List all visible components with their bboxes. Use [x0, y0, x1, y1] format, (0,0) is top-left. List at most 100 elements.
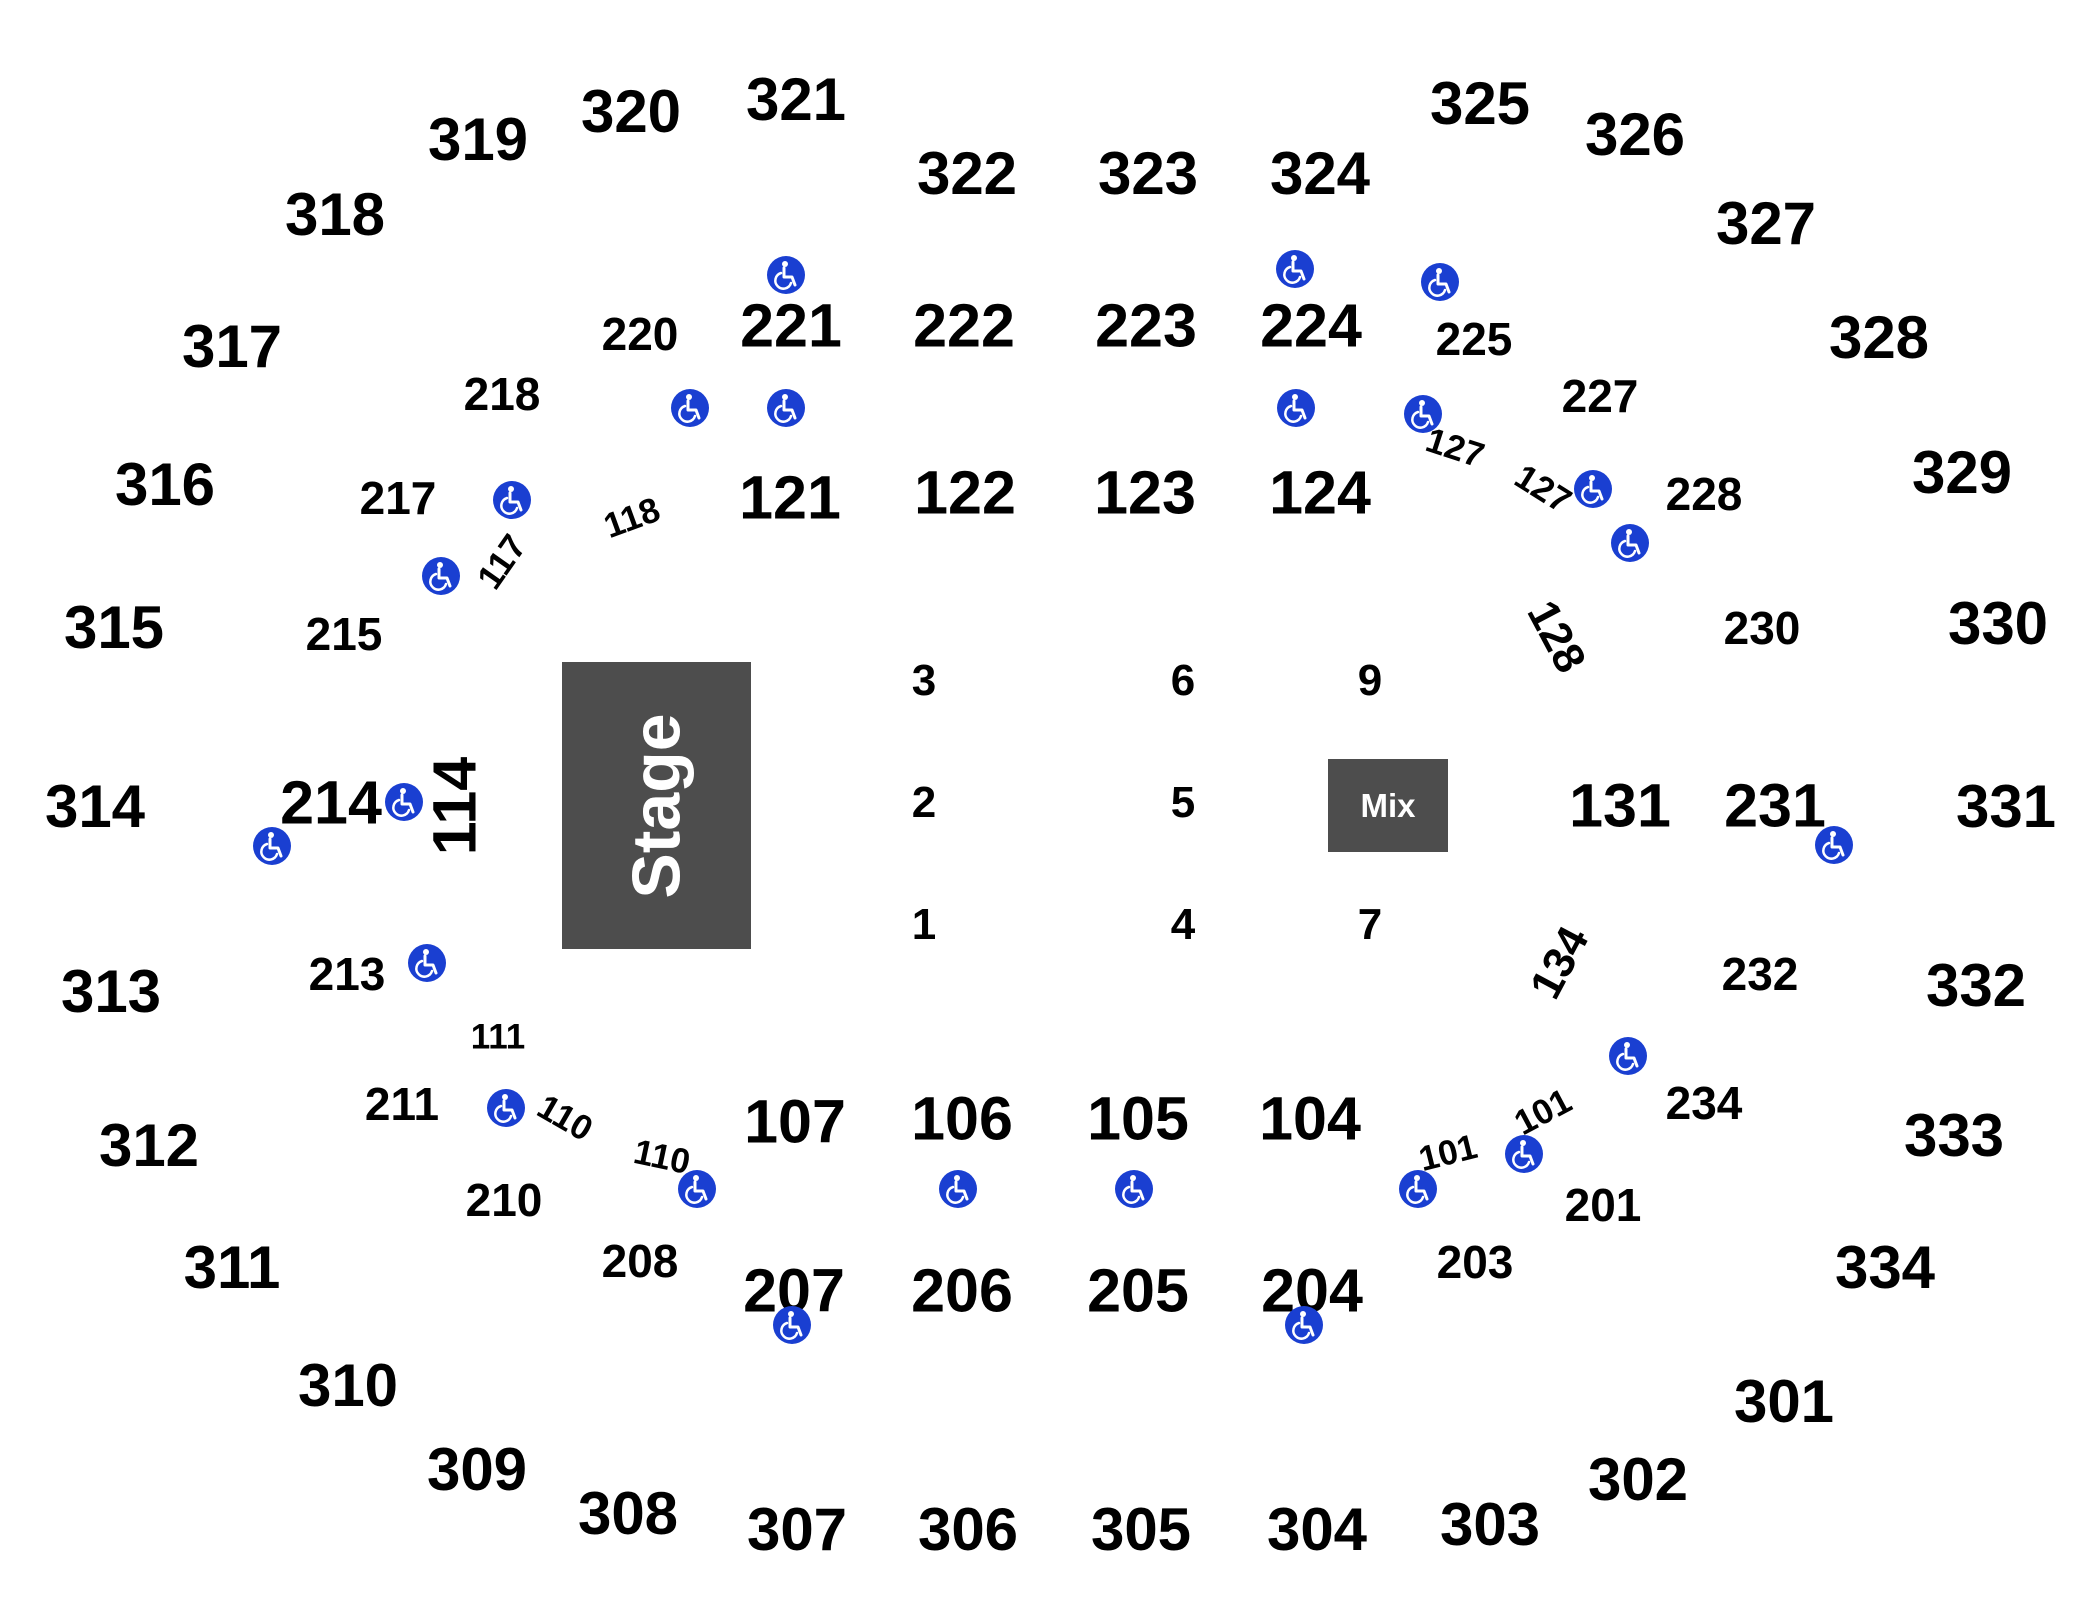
section-319[interactable]: 319 [427, 106, 529, 173]
floor-section-3[interactable]: 3 [911, 656, 937, 705]
section-333[interactable]: 333 [1903, 1102, 2005, 1169]
section-308[interactable]: 308 [577, 1480, 679, 1547]
floor-section-2[interactable]: 2 [911, 778, 937, 827]
section-218[interactable]: 218 [463, 368, 541, 420]
wheelchair-icon [1404, 395, 1442, 433]
section-232[interactable]: 232 [1721, 948, 1799, 1000]
floor-section-4[interactable]: 4 [1170, 900, 1196, 949]
section-122[interactable]: 122 [914, 458, 1016, 527]
section-325[interactable]: 325 [1429, 70, 1531, 137]
section-305[interactable]: 305 [1090, 1496, 1192, 1563]
floor-section-5[interactable]: 5 [1170, 778, 1196, 827]
section-221[interactable]: 221 [740, 291, 842, 360]
section-320[interactable]: 320 [580, 78, 682, 145]
wheelchair-icon [1277, 389, 1315, 427]
section-312[interactable]: 312 [98, 1112, 200, 1179]
section-222[interactable]: 222 [913, 291, 1015, 360]
section-234[interactable]: 234 [1665, 1077, 1743, 1129]
section-310[interactable]: 310 [297, 1352, 399, 1419]
floor-section-7[interactable]: 7 [1357, 900, 1383, 949]
section-334[interactable]: 334 [1834, 1234, 1936, 1301]
section-304[interactable]: 304 [1266, 1496, 1368, 1563]
section-313[interactable]: 313 [60, 958, 162, 1025]
wheelchair-icon [773, 1306, 811, 1344]
section-228[interactable]: 228 [1665, 468, 1743, 520]
wheelchair-icon [422, 557, 460, 595]
section-311[interactable]: 311 [183, 1234, 281, 1301]
section-329[interactable]: 329 [1911, 439, 2013, 506]
section-217[interactable]: 217 [359, 472, 437, 524]
wheelchair-icon [1115, 1170, 1153, 1208]
section-203[interactable]: 203 [1436, 1236, 1514, 1288]
section-205[interactable]: 205 [1087, 1256, 1189, 1325]
section-326[interactable]: 326 [1584, 101, 1686, 168]
section-307[interactable]: 307 [746, 1496, 848, 1563]
section-231[interactable]: 231 [1724, 771, 1826, 840]
section-301[interactable]: 301 [1733, 1368, 1835, 1435]
section-220[interactable]: 220 [601, 308, 679, 360]
section-331[interactable]: 331 [1955, 773, 2057, 840]
floor-section-1[interactable]: 1 [911, 900, 937, 949]
section-303[interactable]: 303 [1439, 1491, 1541, 1558]
section-224[interactable]: 224 [1260, 291, 1362, 360]
wheelchair-icon [493, 481, 531, 519]
section-225[interactable]: 225 [1435, 313, 1513, 365]
wheelchair-icon [1285, 1306, 1323, 1344]
section-230[interactable]: 230 [1723, 602, 1801, 654]
section-214[interactable]: 214 [280, 768, 382, 837]
section-110[interactable]: 110 [530, 1086, 600, 1150]
section-104[interactable]: 104 [1259, 1084, 1361, 1153]
section-121[interactable]: 121 [739, 463, 841, 532]
section-206[interactable]: 206 [911, 1256, 1013, 1325]
wheelchair-icon [767, 256, 805, 294]
section-106[interactable]: 106 [911, 1084, 1013, 1153]
section-328[interactable]: 328 [1828, 304, 1930, 371]
section-201[interactable]: 201 [1564, 1179, 1642, 1231]
section-211[interactable]: 211 [364, 1078, 440, 1130]
section-322[interactable]: 322 [916, 140, 1018, 207]
section-107[interactable]: 107 [744, 1087, 846, 1156]
section-223[interactable]: 223 [1095, 291, 1197, 360]
section-302[interactable]: 302 [1587, 1446, 1689, 1513]
section-118[interactable]: 118 [598, 490, 666, 546]
section-314[interactable]: 314 [44, 773, 146, 840]
section-101[interactable]: 101 [1508, 1081, 1578, 1143]
section-317[interactable]: 317 [181, 313, 283, 380]
section-123[interactable]: 123 [1094, 458, 1196, 527]
section-315[interactable]: 315 [63, 594, 165, 661]
wheelchair-icon [408, 944, 446, 982]
section-131[interactable]: 131 [1569, 771, 1671, 840]
section-105[interactable]: 105 [1087, 1084, 1189, 1153]
section-117[interactable]: 117 [469, 527, 535, 597]
wheelchair-icon [1276, 250, 1314, 288]
section-208[interactable]: 208 [601, 1235, 679, 1287]
section-332[interactable]: 332 [1925, 952, 2027, 1019]
section-321[interactable]: 321 [745, 66, 847, 133]
floor-section-6[interactable]: 6 [1170, 656, 1196, 705]
section-316[interactable]: 316 [114, 451, 216, 518]
section-323[interactable]: 323 [1097, 140, 1199, 207]
floor-section-9[interactable]: 9 [1357, 656, 1383, 705]
section-210[interactable]: 210 [465, 1174, 543, 1226]
section-327[interactable]: 327 [1715, 190, 1817, 257]
section-318[interactable]: 318 [284, 181, 386, 248]
section-134[interactable]: 134 [1520, 918, 1599, 1007]
section-215[interactable]: 215 [305, 608, 383, 660]
section-330[interactable]: 330 [1947, 590, 2049, 657]
wheelchair-icon [487, 1089, 525, 1127]
section-213[interactable]: 213 [308, 948, 386, 1000]
section-127[interactable]: 127 [1507, 456, 1579, 522]
section-309[interactable]: 309 [426, 1436, 528, 1503]
section-111[interactable]: 111 [470, 1017, 526, 1057]
section-306[interactable]: 306 [917, 1496, 1019, 1563]
section-124[interactable]: 124 [1269, 458, 1371, 527]
mix-label: Mix [1360, 786, 1416, 824]
mix-position: Mix [1328, 759, 1448, 852]
wheelchair-icon [1574, 470, 1612, 508]
stage: Stage [562, 662, 751, 949]
section-114[interactable]: 114 [420, 756, 489, 856]
section-324[interactable]: 324 [1269, 140, 1371, 207]
wheelchair-icon [1505, 1135, 1543, 1173]
section-227[interactable]: 227 [1561, 370, 1639, 422]
section-128[interactable]: 128 [1517, 592, 1596, 681]
